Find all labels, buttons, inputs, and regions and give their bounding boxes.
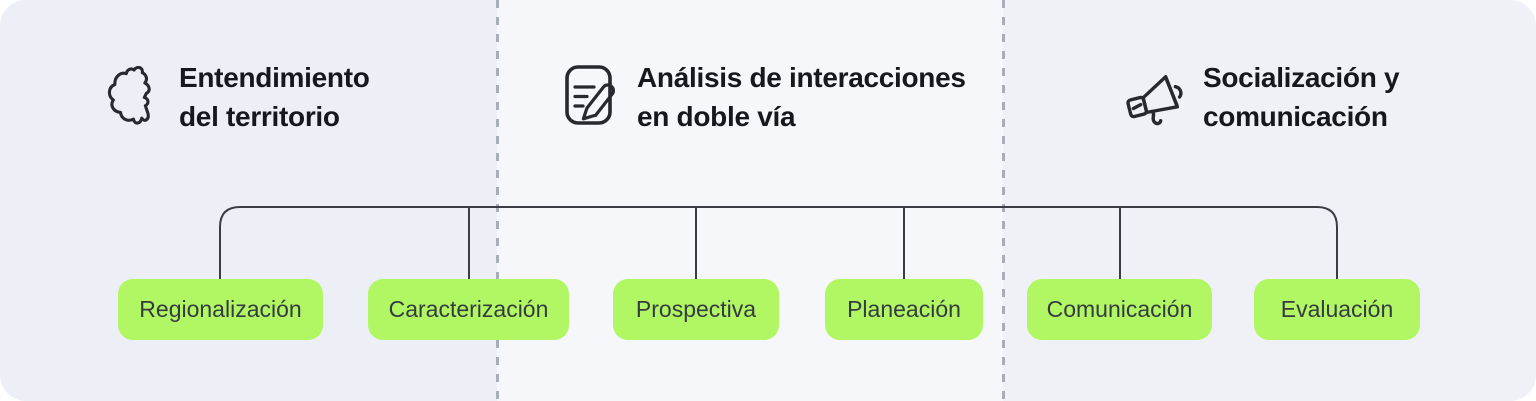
section-title-analisis: Análisis de interacciones en doble vía: [637, 58, 966, 136]
title-line-2: en doble vía: [637, 101, 796, 132]
button-prospectiva[interactable]: Prospectiva: [613, 279, 779, 340]
title-line-1: Socialización y: [1203, 62, 1400, 93]
button-comunicacion[interactable]: Comunicación: [1027, 279, 1212, 340]
note-pencil-icon: [563, 62, 617, 128]
section-header-territorio: Entendimiento del territorio: [103, 58, 370, 140]
title-line-1: Entendimiento: [179, 62, 370, 93]
title-line-1: Análisis de interacciones: [637, 62, 966, 93]
title-line-2: comunicación: [1203, 101, 1388, 132]
button-planeacion[interactable]: Planeación: [825, 279, 983, 340]
megaphone-icon: [1123, 68, 1187, 136]
button-regionalizacion[interactable]: Regionalización: [118, 279, 323, 340]
section-header-socializacion: Socialización y comunicación: [1123, 58, 1400, 136]
button-caracterizacion[interactable]: Caracterización: [368, 279, 569, 340]
section-divider-2: [1002, 0, 1005, 401]
colombia-map-icon: [103, 60, 165, 140]
section-divider-1: [496, 0, 499, 401]
section-title-socializacion: Socialización y comunicación: [1203, 58, 1400, 136]
title-line-2: del territorio: [179, 101, 340, 132]
section-header-analisis: Análisis de interacciones en doble vía: [563, 58, 966, 136]
button-evaluacion[interactable]: Evaluación: [1254, 279, 1420, 340]
section-title-territorio: Entendimiento del territorio: [179, 58, 370, 136]
